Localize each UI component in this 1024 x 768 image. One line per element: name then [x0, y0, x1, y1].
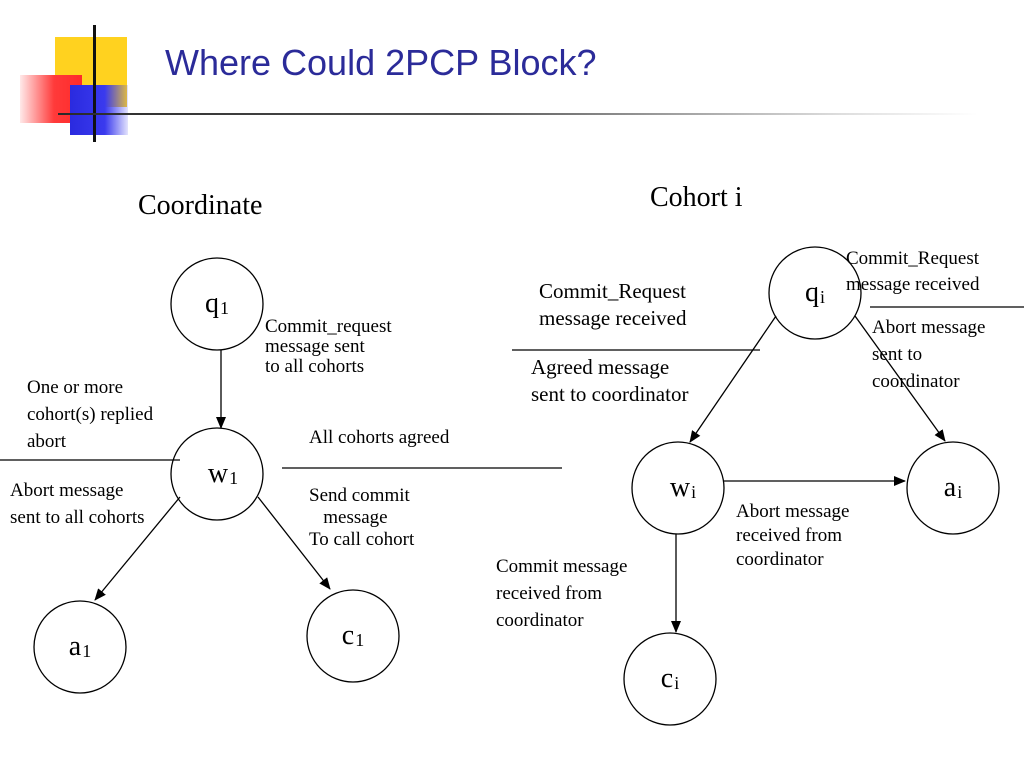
state-subscript: 1 — [229, 467, 239, 488]
state-letter: q — [205, 288, 219, 319]
state-subscript: 1 — [355, 629, 365, 650]
label-agreed-sent: Agreed message sent to coordinator — [531, 355, 689, 406]
logo-vertical-line — [93, 25, 96, 142]
state-letter: q — [804, 277, 819, 308]
state-subscript: i — [691, 481, 697, 502]
label-commit-request-received-right: Commit_Request message received — [846, 248, 980, 295]
state-letter: w — [207, 458, 229, 489]
arrow-w1-to-a1 — [94, 496, 181, 601]
coordinator-state-c1-circle — [306, 589, 400, 683]
arrow-w1-to-c1 — [257, 496, 331, 590]
state-letter: c — [341, 620, 355, 651]
arrow-qi-to-ai — [854, 315, 946, 442]
state-letter: a — [943, 472, 957, 503]
logo-blue-square — [70, 85, 128, 135]
state-letter: c — [660, 663, 674, 694]
arrow-qi-to-wi — [689, 315, 777, 443]
cohort-state-wi-circle — [631, 441, 725, 535]
state-letter: a — [68, 631, 82, 662]
cohort-state-qi-circle — [768, 246, 862, 340]
title-underline — [58, 113, 978, 115]
cohort-heading: Cohort i — [650, 182, 743, 213]
label-abort-sent-to-cohorts: Abort message sent to all cohorts — [10, 480, 145, 528]
coordinator-state-a1-circle — [33, 600, 127, 694]
state-subscript: i — [819, 286, 825, 307]
label-commit-request-received-left: Commit_Request message received — [539, 279, 687, 330]
slide-title: Where Could 2PCP Block? — [165, 42, 597, 83]
cohort-state-ai-circle — [906, 441, 1000, 535]
coordinator-heading: Coordinate — [138, 190, 263, 221]
state-subscript: i — [957, 481, 963, 502]
cohort-state-ci-circle — [623, 632, 717, 726]
label-abort-received: Abort message received from coordinator — [736, 501, 850, 570]
state-subscript: 1 — [82, 640, 92, 661]
label-all-cohorts-agreed: All cohorts agreed — [309, 427, 450, 448]
state-subscript: 1 — [220, 297, 229, 318]
label-commit-request-sent: Commit_request message sent to all cohor… — [265, 316, 392, 377]
label-abort-sent-to-coordinator: Abort message sent to coordinator — [872, 317, 986, 392]
coordinator-state-q1-circle — [170, 257, 264, 351]
label-cohort-replied-abort: One or more cohort(s) replied abort — [27, 377, 154, 452]
label-send-commit: Send commit message To call cohort — [309, 485, 415, 550]
label-commit-received: Commit message received from coordinator — [496, 556, 628, 631]
state-letter: w — [669, 472, 691, 503]
state-subscript: i — [674, 672, 680, 693]
